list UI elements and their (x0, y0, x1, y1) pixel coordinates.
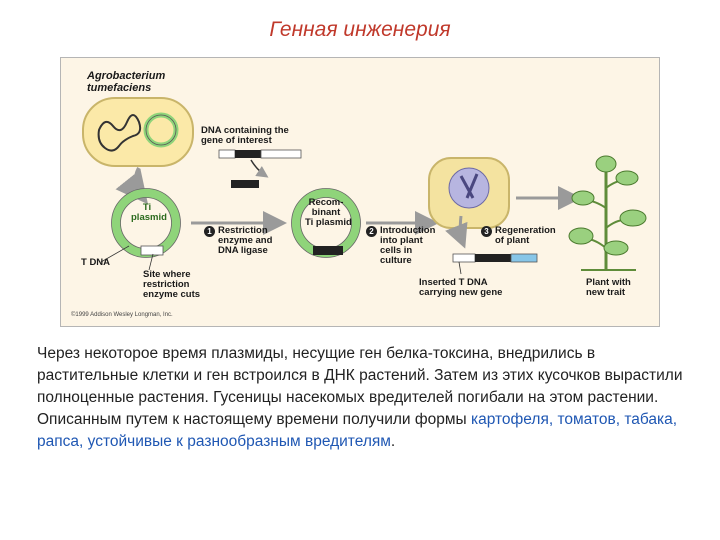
genetic-engineering-figure: Agrobacterium tumefaciens DNA containing… (60, 57, 660, 327)
step-2-text: Introduction into plant cells in culture (380, 225, 436, 266)
step-1-number: 1 (204, 226, 215, 237)
plant-illustration (568, 155, 647, 271)
body-text-highlight: картофеля, томатов, табака, рапса, устой… (37, 411, 678, 450)
slide-title: Генная инженерия (269, 18, 451, 41)
figure-drawing (82, 97, 647, 275)
t-dna-segment (140, 245, 164, 256)
label-inserted: Inserted T DNA carrying new gene (419, 277, 503, 298)
label-plant-trait: Plant with new trait (586, 277, 631, 298)
label-t-dna: T DNA (81, 257, 111, 268)
inserted-gene-segment (313, 246, 343, 255)
label-recombinant: Recom- binant Ti plasmid (305, 197, 352, 228)
step-1-text: Restriction enzyme and DNA ligase (218, 225, 273, 256)
label-dna-interest: DNA containing the gene of interest (201, 125, 289, 146)
copyright-note: ©1999 Addison Wesley Longman, Inc. (71, 312, 173, 318)
step-3-number: 3 (481, 226, 492, 237)
step-2-number: 2 (366, 226, 377, 237)
label-ti-plasmid: Ti plasmid (131, 202, 167, 223)
bacterial-chromosome (97, 114, 142, 152)
label-agrobacterium: Agrobacterium tumefaciens (87, 70, 166, 94)
step-3-text: Regeneration of plant (495, 225, 556, 246)
body-text-end: . (390, 433, 396, 450)
body-paragraph: Через некоторое время плазмиды, несущие … (37, 343, 687, 453)
body-text-main: Через некоторое время плазмиды, несущие … (37, 345, 683, 428)
label-site: Site where restriction enzyme cuts (143, 269, 201, 300)
